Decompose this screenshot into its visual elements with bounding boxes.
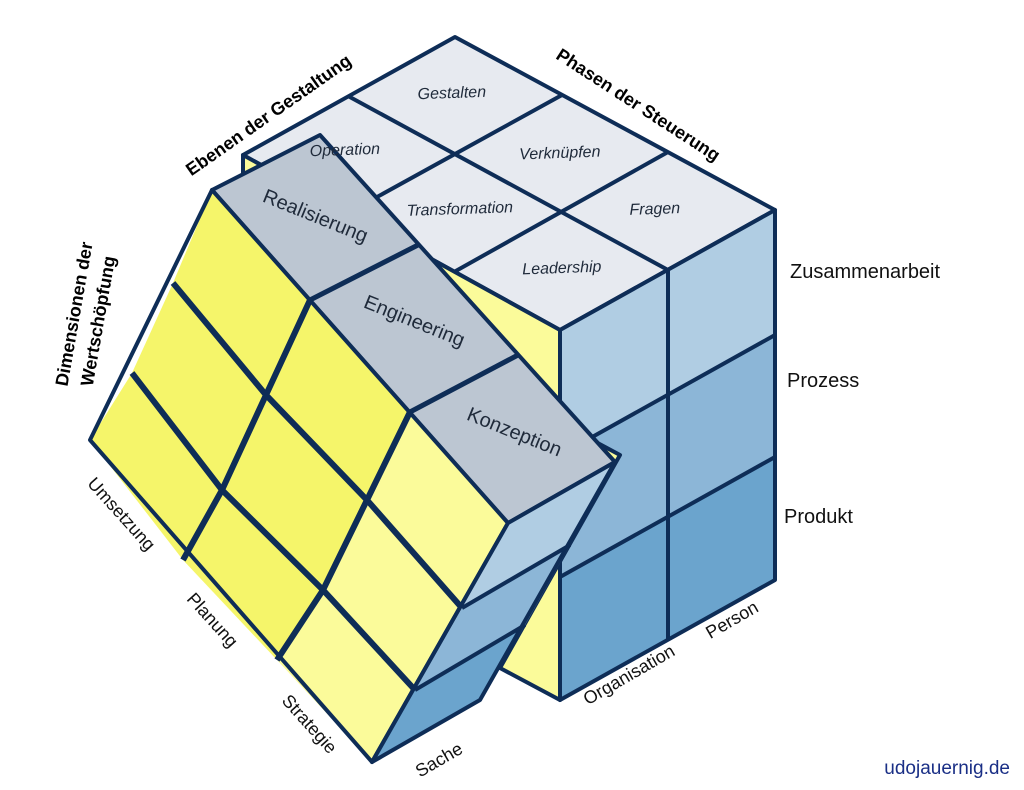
top-cell-transformation: Transformation [406, 199, 513, 220]
top-cell-fragen: Fragen [629, 200, 680, 219]
main-cube-right-face [558, 208, 777, 702]
top-cell-leadership: Leadership [522, 259, 602, 279]
slice-side-face [370, 460, 617, 764]
main-cube-top-face [241, 35, 777, 332]
top-cell-verknuepfen: Verknüpfen [519, 144, 601, 164]
label-sache: Sache [412, 738, 466, 781]
slice-top-face [210, 133, 617, 525]
label-zusammenarbeit: Zusammenarbeit [790, 261, 941, 283]
top-cell-gestalten: Gestalten [417, 84, 486, 103]
slice-front-face [88, 188, 510, 764]
label-prozess: Prozess [787, 370, 859, 392]
label-produkt: Produkt [784, 506, 853, 528]
top-cell-operation: Operation [309, 141, 380, 160]
watermark-text: udojauernig.de [884, 758, 1010, 779]
